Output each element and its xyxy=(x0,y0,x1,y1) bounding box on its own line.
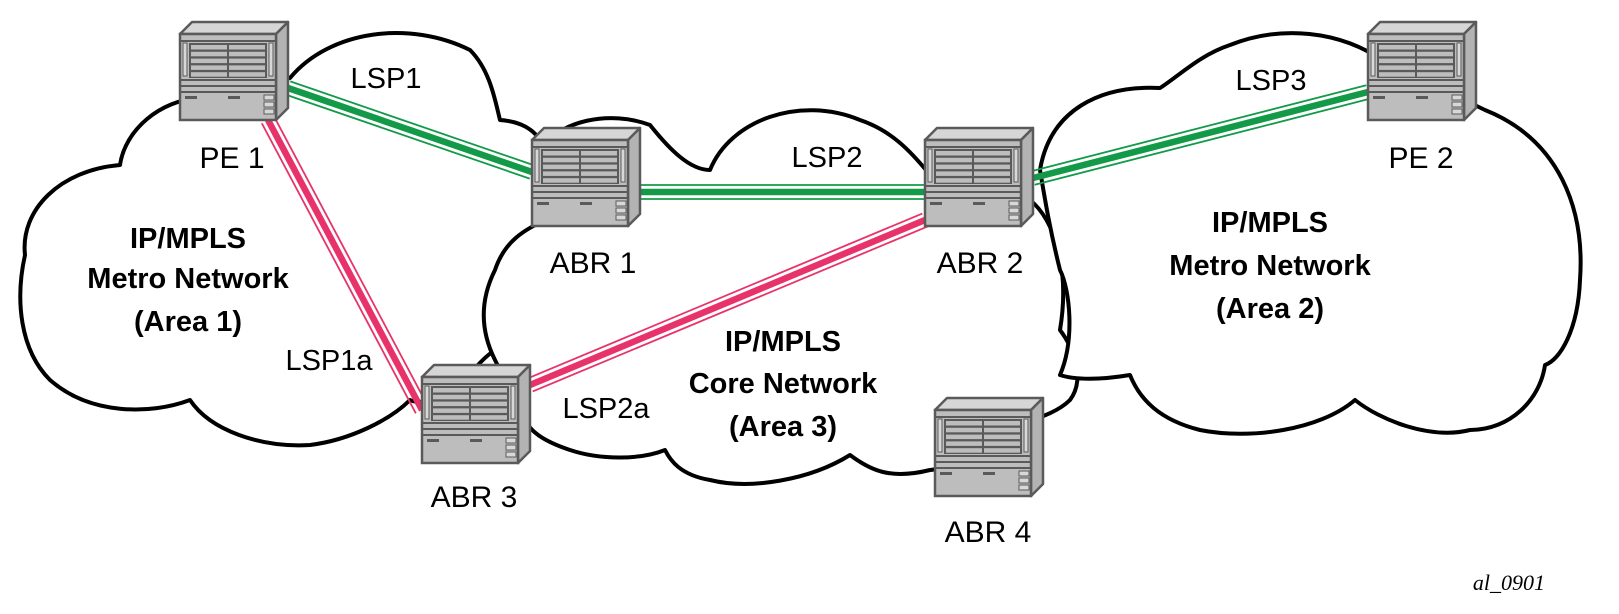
node-label-abr2: ABR 2 xyxy=(937,247,1024,280)
router-pe2[interactable] xyxy=(1366,20,1478,122)
node-label-abr3: ABR 3 xyxy=(431,481,518,514)
lsp-link-lsp2[interactable] xyxy=(640,184,925,200)
area-label-line: IP/MPLS xyxy=(130,223,246,255)
router-chassis-icon xyxy=(923,126,1035,228)
lsp-rail xyxy=(526,212,923,380)
lsp-rail xyxy=(1034,97,1370,186)
lsp-links xyxy=(261,80,1370,414)
lsp-labels: LSP1 LSP2 LSP3 LSP1a LSP2a xyxy=(285,63,1306,425)
lsp-link-lsp3[interactable] xyxy=(1031,84,1370,186)
lsp-label-lsp2: LSP2 xyxy=(792,142,863,174)
router-pe1[interactable] xyxy=(178,20,290,122)
router-abr1[interactable] xyxy=(530,126,642,228)
lsp-rail xyxy=(532,225,929,393)
node-labels: PE 1 ABR 1 ABR 2 PE 2 ABR 3 ABR 4 xyxy=(199,142,1453,549)
router-abr3[interactable] xyxy=(420,363,532,465)
lsp-rail xyxy=(285,93,531,180)
node-label-pe1: PE 1 xyxy=(199,142,264,175)
lsp-core xyxy=(1032,88,1369,182)
lsp-label-lsp3: LSP3 xyxy=(1236,65,1307,97)
area-label-line: Metro Network xyxy=(87,263,289,295)
router-chassis-icon xyxy=(530,126,642,228)
lsp-core xyxy=(528,217,927,388)
lsp-link-lsp2a[interactable] xyxy=(526,212,929,393)
area-label-line: Metro Network xyxy=(1169,250,1371,282)
lsp-rail xyxy=(261,122,417,414)
router-chassis-icon xyxy=(1366,20,1478,122)
lsp-label-lsp1a: LSP1a xyxy=(285,345,373,377)
lsp-rail xyxy=(273,116,429,408)
lsp-core xyxy=(286,84,534,176)
area-label-line: (Area 2) xyxy=(1216,293,1324,325)
area-label-line: IP/MPLS xyxy=(1212,207,1328,239)
node-label-abr4: ABR 4 xyxy=(945,516,1032,549)
node-label-pe2: PE 2 xyxy=(1388,142,1453,175)
area-label-line: (Area 1) xyxy=(134,306,242,338)
lsp-core xyxy=(265,118,425,412)
figure-id-label: al_0901 xyxy=(1473,570,1545,595)
router-chassis-icon xyxy=(933,396,1045,498)
cloud-area-2 xyxy=(1038,31,1583,436)
area-label-area3: IP/MPLS Core Network (Area 3) xyxy=(689,326,878,443)
area-label-line: Core Network xyxy=(689,368,878,400)
area-label-line: (Area 3) xyxy=(729,411,837,443)
area-label-line: IP/MPLS xyxy=(725,326,841,358)
lsp-label-lsp1: LSP1 xyxy=(351,63,422,95)
router-chassis-icon xyxy=(420,363,532,465)
lsp-link-lsp1a[interactable] xyxy=(261,116,429,414)
lsp-label-lsp2a: LSP2a xyxy=(562,393,650,425)
lsp-link-lsp1[interactable] xyxy=(285,80,535,180)
router-abr4[interactable] xyxy=(933,396,1045,498)
area-label-area1: IP/MPLS Metro Network (Area 1) xyxy=(87,223,289,338)
node-label-abr1: ABR 1 xyxy=(550,247,637,280)
router-chassis-icon xyxy=(178,20,290,122)
lsp-rail xyxy=(1031,84,1367,173)
router-abr2[interactable] xyxy=(923,126,1035,228)
area-label-area2: IP/MPLS Metro Network (Area 2) xyxy=(1169,207,1371,325)
lsp-rail xyxy=(289,80,535,167)
cloud-area-1 xyxy=(18,31,543,448)
